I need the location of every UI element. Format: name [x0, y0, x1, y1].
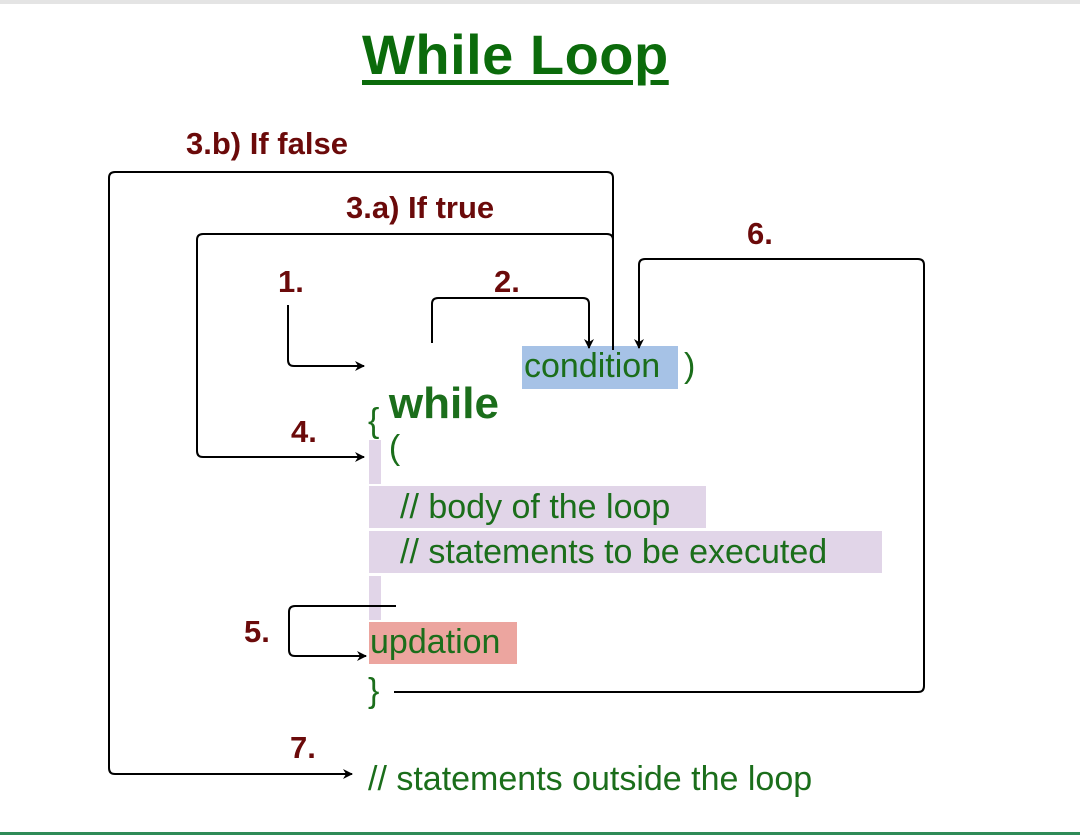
statements-comment: // statements to be executed — [400, 533, 828, 571]
bottom-rule — [0, 832, 1080, 835]
while-statement: while ( — [370, 340, 499, 468]
step-5-label: 5. — [244, 614, 270, 649]
while-keyword: while — [388, 379, 499, 428]
if-false-label: 3.b) If false — [186, 126, 348, 161]
step-1-label: 1. — [278, 264, 304, 299]
outside-comment: // statements outside the loop — [368, 760, 813, 798]
updation-highlight — [369, 622, 517, 664]
body-comment: // body of the loop — [400, 488, 671, 526]
if-true-label: 3.a) If true — [346, 190, 495, 225]
condition-highlight — [522, 346, 678, 389]
step-2-label: 2. — [494, 264, 520, 299]
condition-text: condition — [524, 347, 661, 385]
body-highlight-bar-bottom — [369, 576, 381, 620]
diagram-title: While Loop — [362, 23, 669, 86]
updation-text: updation — [370, 623, 501, 661]
close-brace: } — [368, 672, 380, 710]
open-paren: ( — [388, 429, 401, 467]
body-highlight-line1 — [369, 486, 706, 528]
top-border — [0, 0, 1080, 4]
body-highlight-bar-top — [369, 440, 381, 484]
step-7-label: 7. — [290, 730, 316, 765]
body-highlight-line2 — [369, 531, 882, 573]
close-paren: ) — [684, 347, 696, 385]
open-brace: { — [368, 402, 380, 440]
step-4-label: 4. — [291, 414, 317, 449]
step-6-label: 6. — [747, 216, 773, 251]
